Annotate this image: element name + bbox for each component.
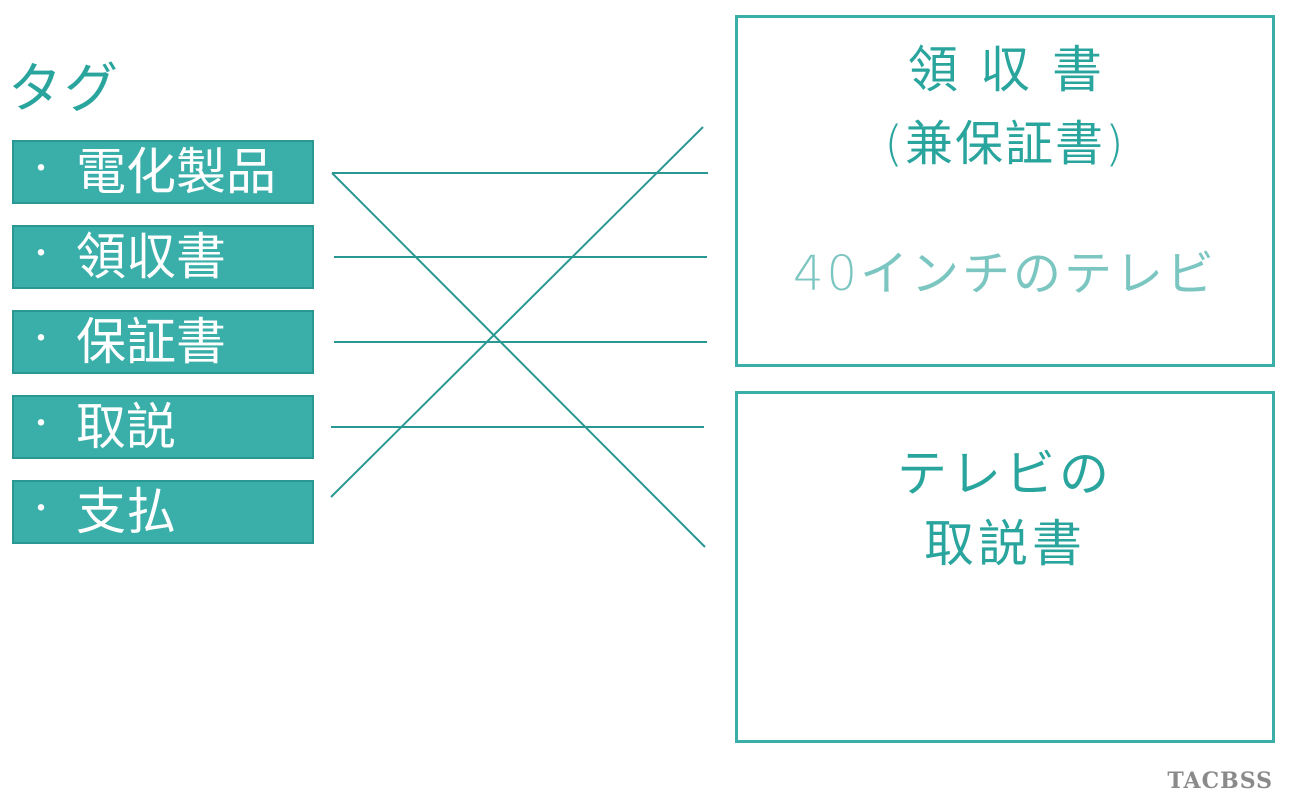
manual-title-line2: 取説書 bbox=[924, 515, 1086, 573]
tag-label: 電化製品 bbox=[76, 143, 276, 201]
brand-logo: TACBSS bbox=[1167, 768, 1273, 794]
tag-label: 領収書 bbox=[76, 228, 226, 286]
tag-payment[interactable]: ・支払 bbox=[12, 480, 314, 544]
receipt-document-card[interactable]: 領収書 (兼保証書) 40インチのテレビ bbox=[735, 15, 1275, 367]
tag-heading: タグ bbox=[8, 57, 120, 120]
manual-document-card[interactable]: テレビの 取説書 bbox=[735, 391, 1275, 743]
tag-electronics[interactable]: ・電化製品 bbox=[12, 140, 314, 204]
tag-bullet: ・ bbox=[26, 236, 56, 272]
receipt-item: 40インチのテレビ bbox=[792, 246, 1218, 302]
tag-bullet: ・ bbox=[26, 151, 56, 187]
tag-receipt[interactable]: ・領収書 bbox=[12, 225, 314, 289]
tag-bullet: ・ bbox=[26, 491, 56, 527]
tag-label: 保証書 bbox=[76, 313, 226, 371]
tag-manual[interactable]: ・取説 bbox=[12, 395, 314, 459]
link-electronics-manual bbox=[331, 172, 706, 548]
tag-label: 取説 bbox=[76, 398, 176, 456]
receipt-title: 領収書 bbox=[908, 41, 1124, 99]
manual-title-line1: テレビの bbox=[897, 445, 1113, 503]
link-payment-receipt bbox=[330, 126, 704, 498]
tag-label: 支払 bbox=[76, 483, 176, 541]
tag-bullet: ・ bbox=[26, 321, 56, 357]
tag-bullet: ・ bbox=[26, 406, 56, 442]
receipt-subtitle: (兼保証書) bbox=[884, 116, 1126, 172]
tag-warranty[interactable]: ・保証書 bbox=[12, 310, 314, 374]
